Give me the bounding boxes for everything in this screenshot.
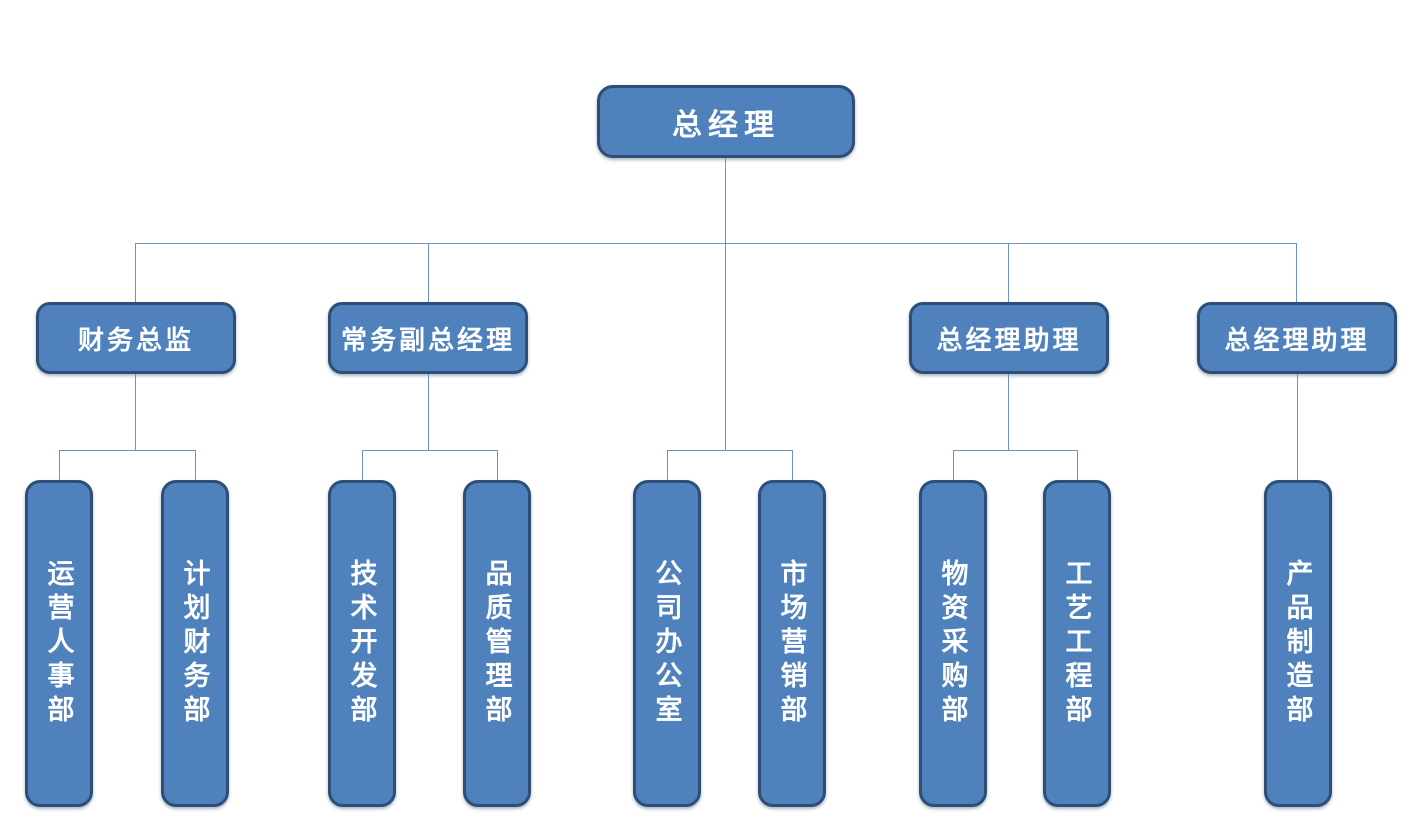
node-label: 运营人事部	[43, 558, 74, 729]
connector-finance-branch-rail	[59, 450, 195, 451]
node-dept-process-engineering: 工艺工程部	[1043, 480, 1111, 807]
connector-drop-materials-procurement	[953, 450, 954, 480]
connector-drop-tech-development	[362, 450, 363, 480]
node-label: 财务总监	[77, 325, 194, 355]
node-dept-planning-finance: 计划财务部	[161, 480, 229, 807]
connector-drop-quality-management	[497, 450, 498, 480]
connector-center-branch-rail	[667, 450, 792, 451]
connector-drop-finance-director	[135, 243, 136, 302]
node-gm-assistant-1: 总经理助理	[909, 302, 1109, 374]
node-dept-company-office: 公司办公室	[633, 480, 701, 807]
node-label: 计划财务部	[179, 558, 210, 729]
connector-drop-planning-finance	[195, 450, 196, 480]
connector-drop-product-manufacturing	[1297, 374, 1298, 480]
connector-drop-operations-hr	[59, 450, 60, 480]
connector-drop-gm-assistant-1	[1008, 243, 1009, 302]
connector-drop-deputy-gm	[428, 243, 429, 302]
connector-root-drop	[725, 158, 726, 243]
node-dept-materials-procurement: 物资采购部	[919, 480, 987, 807]
node-label: 技术开发部	[346, 558, 377, 729]
node-label: 总经理	[672, 108, 780, 142]
node-gm-assistant-2: 总经理助理	[1197, 302, 1397, 374]
node-dept-quality-management: 品质管理部	[463, 480, 531, 807]
connector-root-to-center-branch	[725, 243, 726, 450]
connector-assistant1-branch-rail	[953, 450, 1077, 451]
connector-deputy-branch-drop	[428, 374, 429, 450]
node-label: 工艺工程部	[1061, 558, 1092, 729]
connector-main-rail	[135, 243, 1296, 244]
node-deputy-general-manager: 常务副总经理	[328, 302, 528, 374]
node-label: 市场营销部	[776, 558, 807, 729]
connector-drop-marketing	[792, 450, 793, 480]
connector-drop-gm-assistant-2	[1296, 243, 1297, 302]
node-label: 物资采购部	[937, 558, 968, 729]
node-label: 公司办公室	[651, 558, 682, 729]
connector-assistant1-branch-drop	[1008, 374, 1009, 450]
node-general-manager: 总经理	[597, 85, 855, 158]
node-dept-product-manufacturing: 产品制造部	[1264, 480, 1332, 807]
node-finance-director: 财务总监	[36, 302, 236, 374]
node-label: 总经理助理	[936, 325, 1082, 355]
node-label: 产品制造部	[1282, 558, 1313, 729]
node-label: 品质管理部	[481, 558, 512, 729]
connector-drop-process-engineering	[1077, 450, 1078, 480]
connector-finance-branch-drop	[135, 374, 136, 450]
node-dept-tech-development: 技术开发部	[328, 480, 396, 807]
connector-drop-company-office	[667, 450, 668, 480]
node-dept-marketing: 市场营销部	[758, 480, 826, 807]
node-label: 常务副总经理	[340, 325, 515, 355]
node-label: 总经理助理	[1224, 325, 1370, 355]
node-dept-operations-hr: 运营人事部	[25, 480, 93, 807]
connector-deputy-branch-rail	[362, 450, 497, 451]
